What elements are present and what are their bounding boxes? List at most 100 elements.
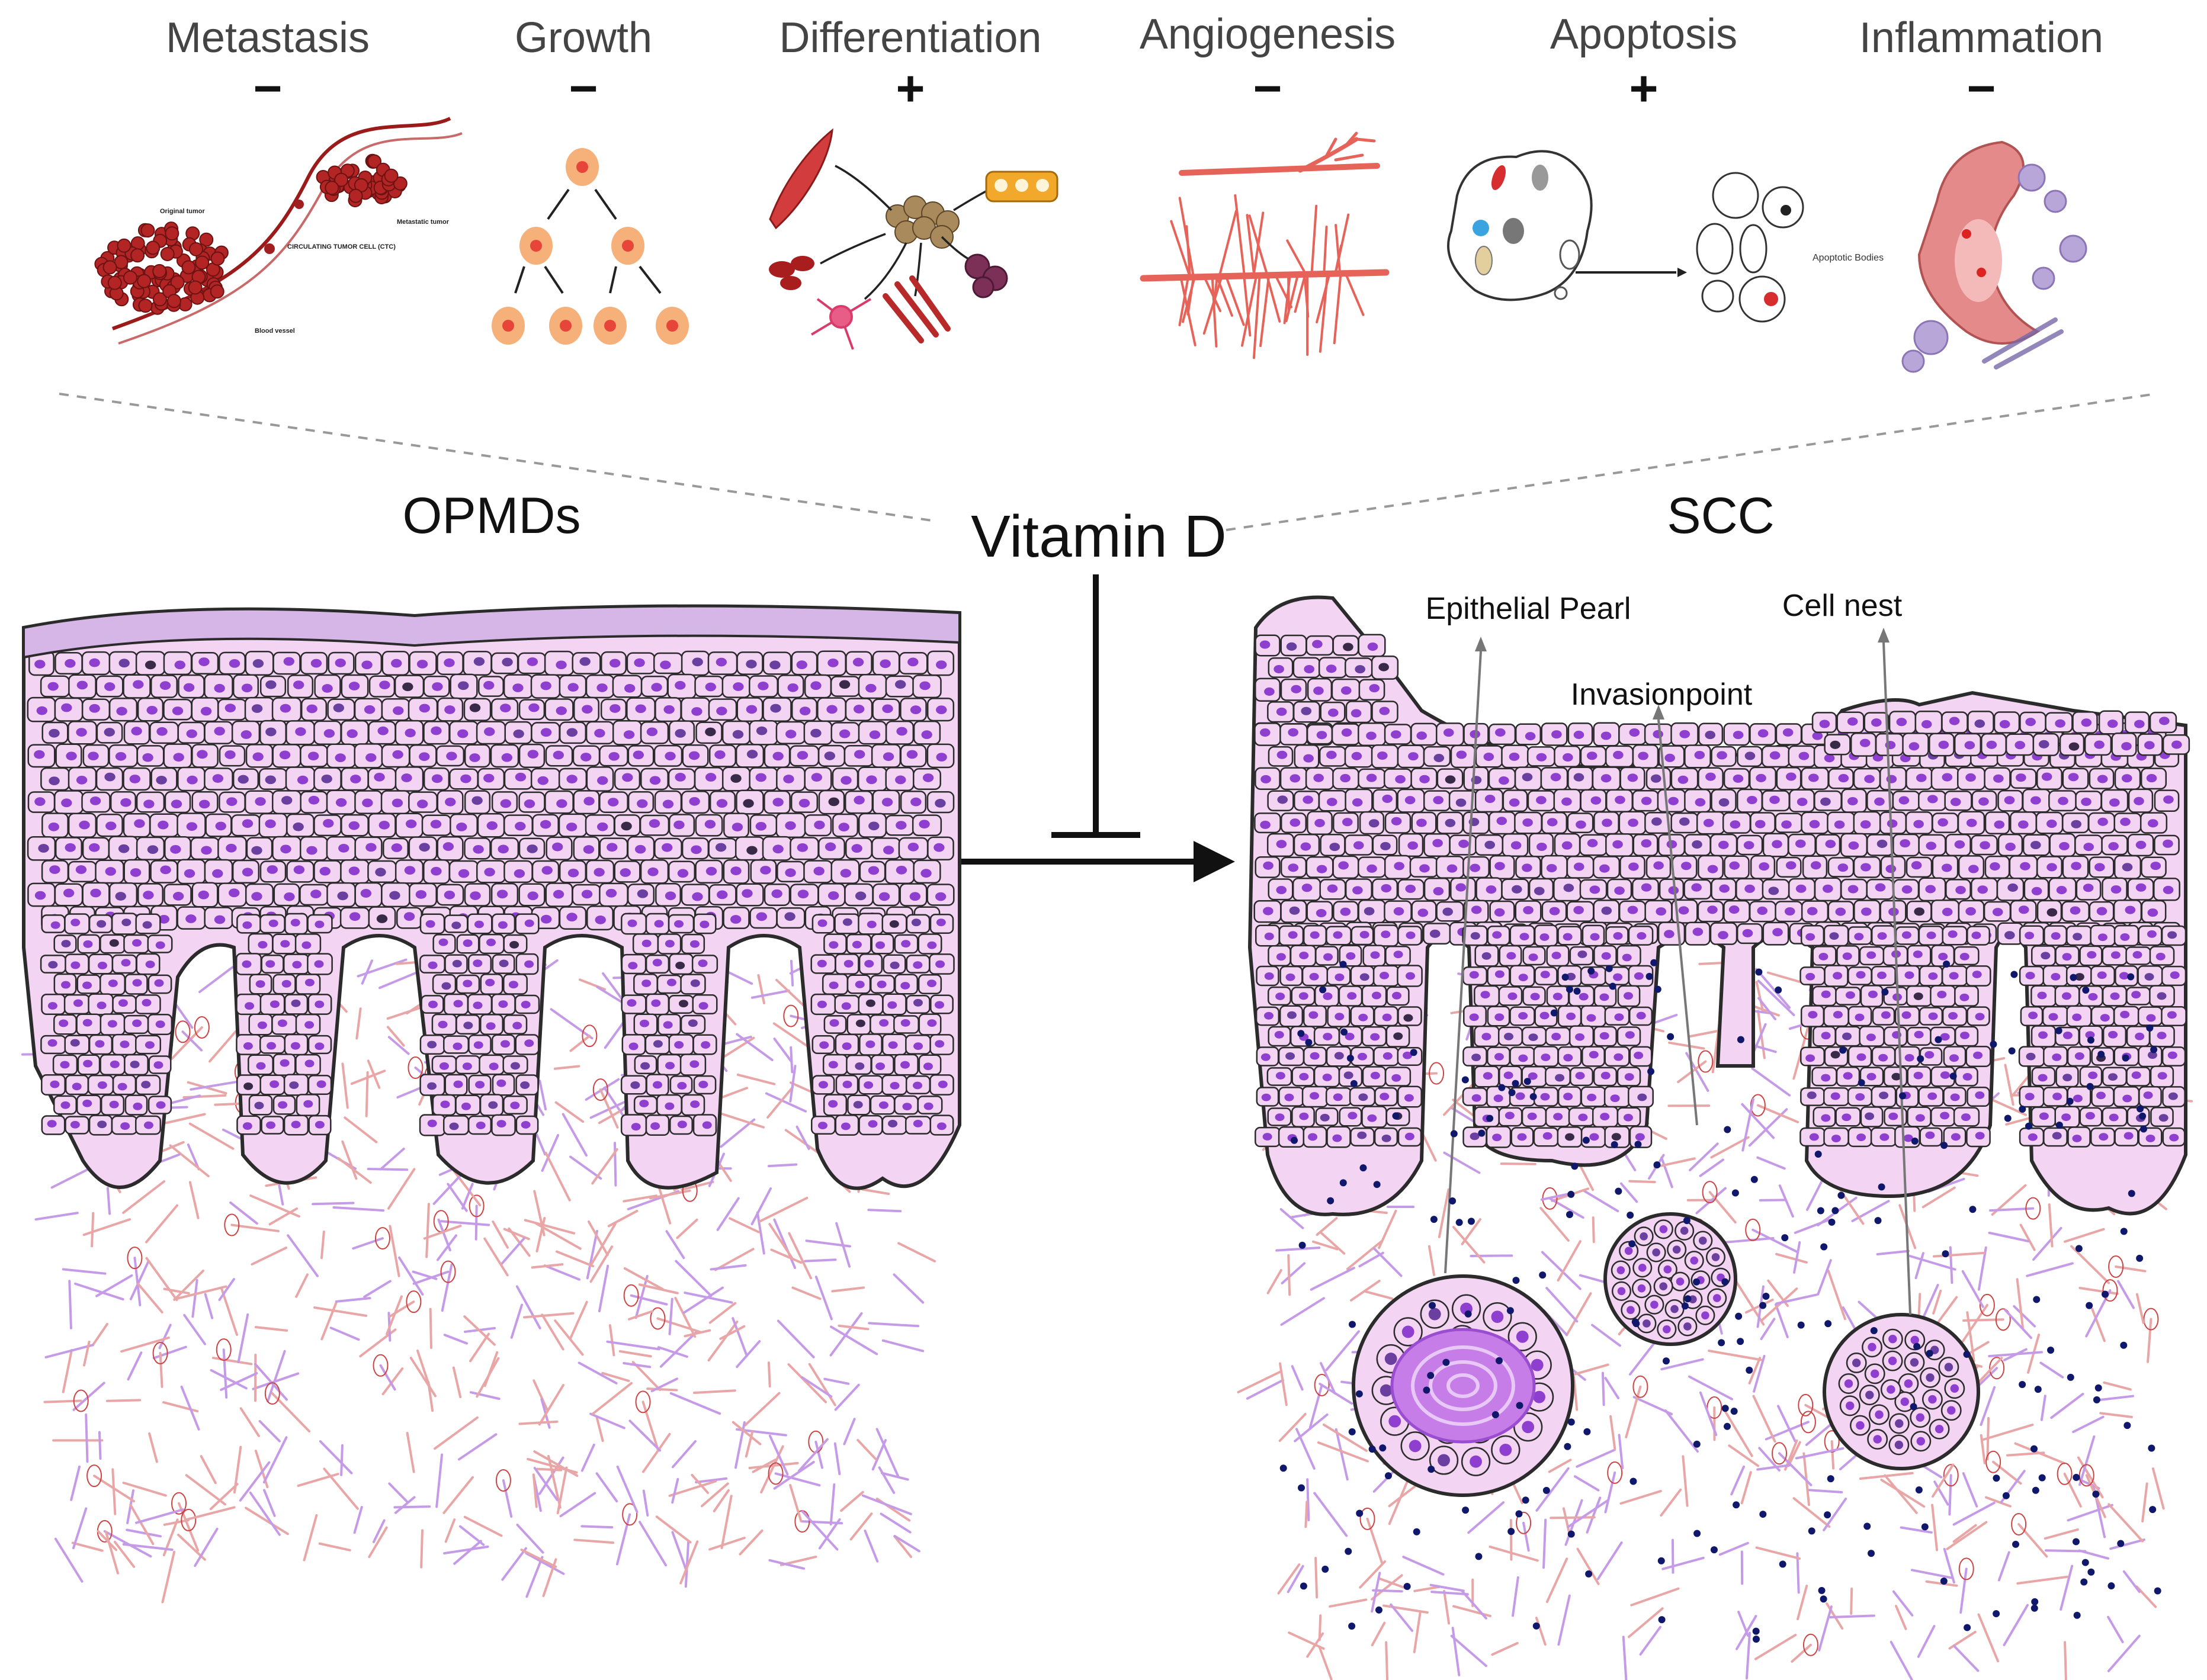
nucleus [2108,1073,2118,1081]
nucleus [1808,1011,1818,1019]
nucleus [254,1101,264,1110]
stroma-fiber [833,1442,841,1476]
stroma-fiber [1280,1297,1325,1326]
inflammatory-cell [2128,1190,2135,1197]
nucleus [446,751,457,761]
nucleus [1352,886,1363,895]
nucleus [879,1019,889,1027]
inflammatory-cell [1650,959,1658,966]
nucleus [826,705,838,714]
stroma-fiber [319,1440,353,1475]
stroma-fiber [122,1482,167,1497]
nucleus [1326,750,1337,759]
stroma-fiber [1793,1241,1801,1274]
nucleus [2072,1013,2082,1022]
inflammatory-cell [1824,1320,1832,1328]
stroma-fiber [569,1155,602,1180]
stroma-fiber [732,1421,762,1445]
vessel-branch [1294,274,1307,313]
stroma-fiber [1921,1186,1956,1209]
nucleus [1627,773,1638,782]
stroma-fiber [2060,1565,2074,1611]
stroma-fiber [137,1283,163,1314]
inflammatory-cell [1949,1072,1957,1080]
inflammatory-cell [1755,968,1763,976]
stroma-fiber [520,1549,557,1568]
nucleus [1885,865,1897,873]
stroma-fiber [2044,1528,2079,1540]
nucleus [34,797,46,807]
nucleus [921,730,932,740]
nucleus [1940,1033,1950,1041]
nucleus [428,1000,438,1008]
nucleus [2071,862,2081,870]
nucleus [1859,738,1871,747]
nucleus [1810,861,1821,870]
nucleus [1900,1397,1909,1406]
stroma-vessel [175,1020,191,1043]
stroma-vessel [469,1194,485,1218]
nucleus [1276,750,1288,759]
nucleus [1717,751,1727,760]
stroma-fiber [1760,1287,1798,1322]
nucleus [864,960,874,968]
stroma-fiber [341,1062,349,1109]
nucleus [184,869,195,878]
stroma-fiber [98,1431,102,1460]
nucleus [1825,840,1836,849]
stroma-fiber [262,1436,288,1484]
stroma-fiber [1402,1556,1445,1576]
nucleus [1547,818,1558,827]
nucleus [1641,883,1652,892]
nucleus [1719,884,1730,893]
nucleus [2038,740,2049,749]
stroma-fiber [1592,1216,1595,1244]
nucleus [2147,908,2158,917]
nucleus [1798,751,1810,760]
stroma-fiber [752,1459,777,1473]
stroma-fiber [210,1369,248,1390]
nucleus [379,680,390,690]
nucleus [2018,905,2029,914]
nucleus [1824,754,1835,763]
stroma-fiber [295,1273,309,1298]
nucleus [1831,1135,1841,1142]
stroma-fiber [303,1514,318,1562]
stroma-fiber [1653,1157,1696,1168]
nucleus [1517,1133,1527,1141]
stroma-fiber [830,1325,878,1355]
stroma-fiber [1346,1240,1382,1270]
tumor-cell [146,240,161,255]
nucleus [1299,1072,1309,1081]
nucleus [868,821,880,831]
nucleus [130,1061,140,1068]
nucleus [827,891,839,900]
nucleus [1287,1011,1297,1019]
nucleus [115,892,126,901]
stroma-vessel [73,1389,89,1412]
stroma-fiber [320,1301,338,1341]
stroma-fiber [861,1494,912,1515]
inflammatory-cell [1512,1080,1519,1087]
nucleus [900,982,910,990]
nucleus [59,1019,69,1027]
vessel-branch [1234,194,1246,277]
inflammatory-cell [1368,1445,1376,1453]
nucleus [841,1002,851,1010]
stroma-fiber [267,1350,286,1403]
nucleus [1651,817,1662,826]
nucleus [118,999,128,1007]
nucleus [1494,862,1505,870]
nucleus [690,979,700,987]
nucleus [1264,972,1274,980]
nucleus [906,750,918,759]
inflammatory-cell [1779,1560,1786,1568]
nucleus [1641,839,1652,848]
stroma-fiber [829,1312,863,1357]
nucleus [1443,728,1454,737]
stroma-vessel [1800,1411,1816,1434]
growth-nucleus [530,240,542,252]
nucleus [132,1019,142,1027]
nucleus [1367,642,1378,651]
nucleus [1377,751,1388,760]
